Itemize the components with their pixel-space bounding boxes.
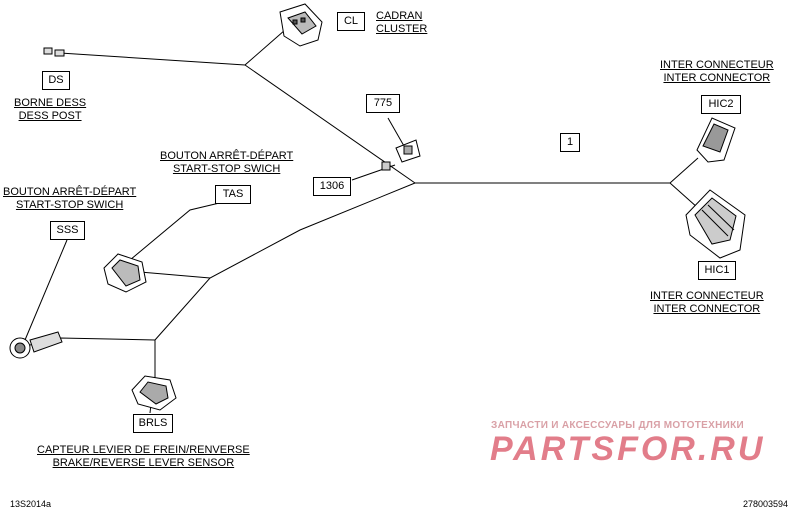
hic2-label: INTER CONNECTEUR INTER CONNECTOR — [660, 59, 774, 85]
wire-lower-branch — [154, 182, 416, 380]
hic2-code-box: HIC2 — [701, 95, 741, 114]
hic1-connector-icon — [685, 189, 746, 259]
sss-label: BOUTON ARRÊT-DÉPART START-STOP SWICH — [3, 186, 136, 212]
wire-tas-connector — [139, 271, 211, 279]
tas-label-fr: BOUTON ARRÊT-DÉPART — [160, 150, 294, 162]
tas-code-box: TAS — [215, 185, 251, 204]
wire-clip-775 — [387, 117, 405, 147]
ds-label-fr: BORNE DESS — [14, 97, 87, 109]
brls-label: CAPTEUR LEVIER DE FREIN/RENVERSE BRAKE/R… — [37, 444, 250, 470]
wire-sss-leader — [24, 239, 68, 341]
ds-label: BORNE DESS DESS POST — [14, 97, 86, 123]
brls-code-box: BRLS — [133, 414, 173, 433]
ds-label-en: DESS POST — [18, 110, 82, 122]
cl-label-en: CLUSTER — [376, 23, 428, 35]
brls-label-fr: CAPTEUR LEVIER DE FREIN/RENVERSE — [37, 444, 250, 456]
wire-tas-leader — [129, 199, 233, 261]
cluster-connector-icon — [279, 3, 323, 47]
sss-label-en: START-STOP SWICH — [15, 199, 124, 211]
harness-1-box: 1 — [560, 133, 580, 152]
brls-label-en: BRAKE/REVERSE LEVER SENSOR — [52, 457, 235, 469]
tas-label-en: START-STOP SWICH — [172, 163, 281, 175]
hic1-code-box: HIC1 — [698, 261, 736, 280]
cl-label: CADRAN CLUSTER — [376, 10, 427, 36]
figure-reference: 13S2014a — [10, 499, 52, 509]
hic2-label-en: INTER CONNECTOR — [663, 72, 771, 84]
wire-hic2 — [669, 157, 699, 184]
hic1-label-fr: INTER CONNECTEUR — [650, 290, 764, 302]
sss-code-box: SSS — [50, 221, 85, 240]
cl-code-box: CL — [337, 12, 365, 31]
sss-label-fr: BOUTON ARRÊT-DÉPART — [3, 186, 137, 198]
document-number: 278003594 — [742, 499, 788, 509]
hic2-connector-icon — [696, 117, 736, 163]
hic2-label-fr: INTER CONNECTEUR — [660, 59, 774, 71]
wire-hic1 — [669, 182, 699, 209]
tas-label: BOUTON ARRÊT-DÉPART START-STOP SWICH — [160, 150, 293, 176]
brls-sensor-icon — [131, 375, 177, 411]
tas-connector-icon — [103, 253, 147, 293]
clip-775-box: 775 — [366, 94, 400, 113]
wire-dess — [59, 52, 246, 66]
clip-775-icon — [395, 139, 421, 163]
sss-switch-icon — [9, 331, 63, 359]
hic1-label: INTER CONNECTEUR INTER CONNECTOR — [650, 290, 764, 316]
hic1-label-en: INTER CONNECTOR — [653, 303, 761, 315]
watermark-logo: PARTSFOR.RU — [490, 430, 766, 468]
dess-post-icon — [43, 47, 65, 57]
clip-1306-box: 1306 — [313, 177, 351, 196]
ds-code-box: DS — [42, 71, 70, 90]
clip-1306-icon — [381, 161, 391, 171]
watermark-tagline: ЗАПЧАСТИ И АКСЕССУАРЫ ДЛЯ МОТОТЕХНИКИ — [491, 420, 744, 431]
cl-label-fr: CADRAN — [376, 10, 423, 22]
